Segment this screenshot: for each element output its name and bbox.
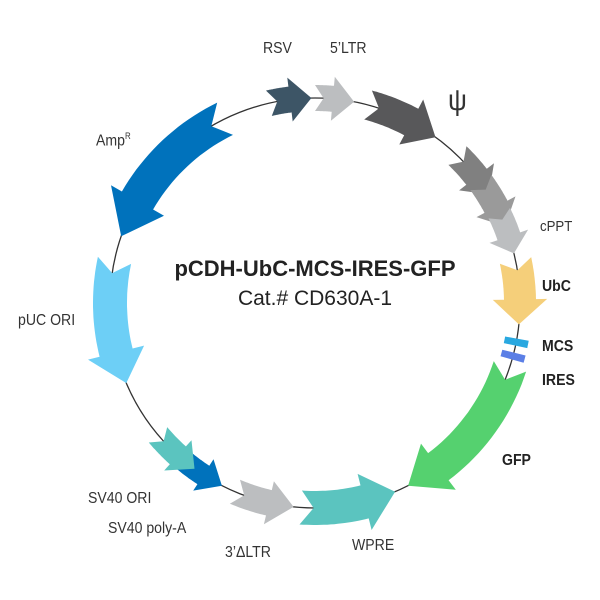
- feature-wpre: [299, 473, 396, 530]
- label-3ltr: 3’ΔLTR: [225, 544, 271, 561]
- feature-ires: [500, 349, 526, 363]
- feature-cppt: [488, 207, 529, 254]
- label-rsv: RSV: [263, 40, 292, 57]
- feature-rsv: [266, 77, 312, 122]
- ampr-superscript: R: [124, 131, 131, 141]
- feature-3ltr: [229, 479, 294, 525]
- feature-gray-1: [448, 146, 494, 195]
- label-psi: ψ: [448, 84, 467, 117]
- label-ubc: UbC: [542, 278, 571, 295]
- label-gfp: GFP: [502, 452, 531, 469]
- label-cppt: cPPT: [540, 218, 573, 235]
- label-sv40-ori: SV40 ORI: [88, 490, 152, 507]
- feature-gray-2: [470, 174, 516, 227]
- feature-sv40-polya: [173, 449, 222, 491]
- feature-puc-ori: [88, 256, 145, 384]
- feature-sv40-ori: [148, 427, 195, 471]
- label-wpre: WPRE: [352, 537, 395, 554]
- label-puc-ori: pUC ORI: [18, 312, 76, 329]
- feature-mcs: [503, 336, 529, 349]
- feature-ampr: [111, 102, 233, 237]
- catalog-number: Cat.# CD630A-1: [237, 287, 393, 310]
- label-ires: IRES: [542, 372, 575, 389]
- feature-ubc: [492, 257, 548, 325]
- label-sv40-polya: SV40 poly-A: [108, 520, 187, 537]
- label-5ltr: 5’LTR: [330, 40, 367, 57]
- plasmid-name: pCDH-UbC-MCS-IRES-GFP: [174, 256, 456, 281]
- feature-5ltr: [315, 76, 355, 121]
- feature-psi: [364, 90, 436, 145]
- label-ampr: AmpR: [96, 131, 131, 150]
- feature-gfp: [408, 361, 527, 490]
- label-mcs: MCS: [542, 338, 574, 355]
- ampr-text: Amp: [96, 132, 125, 150]
